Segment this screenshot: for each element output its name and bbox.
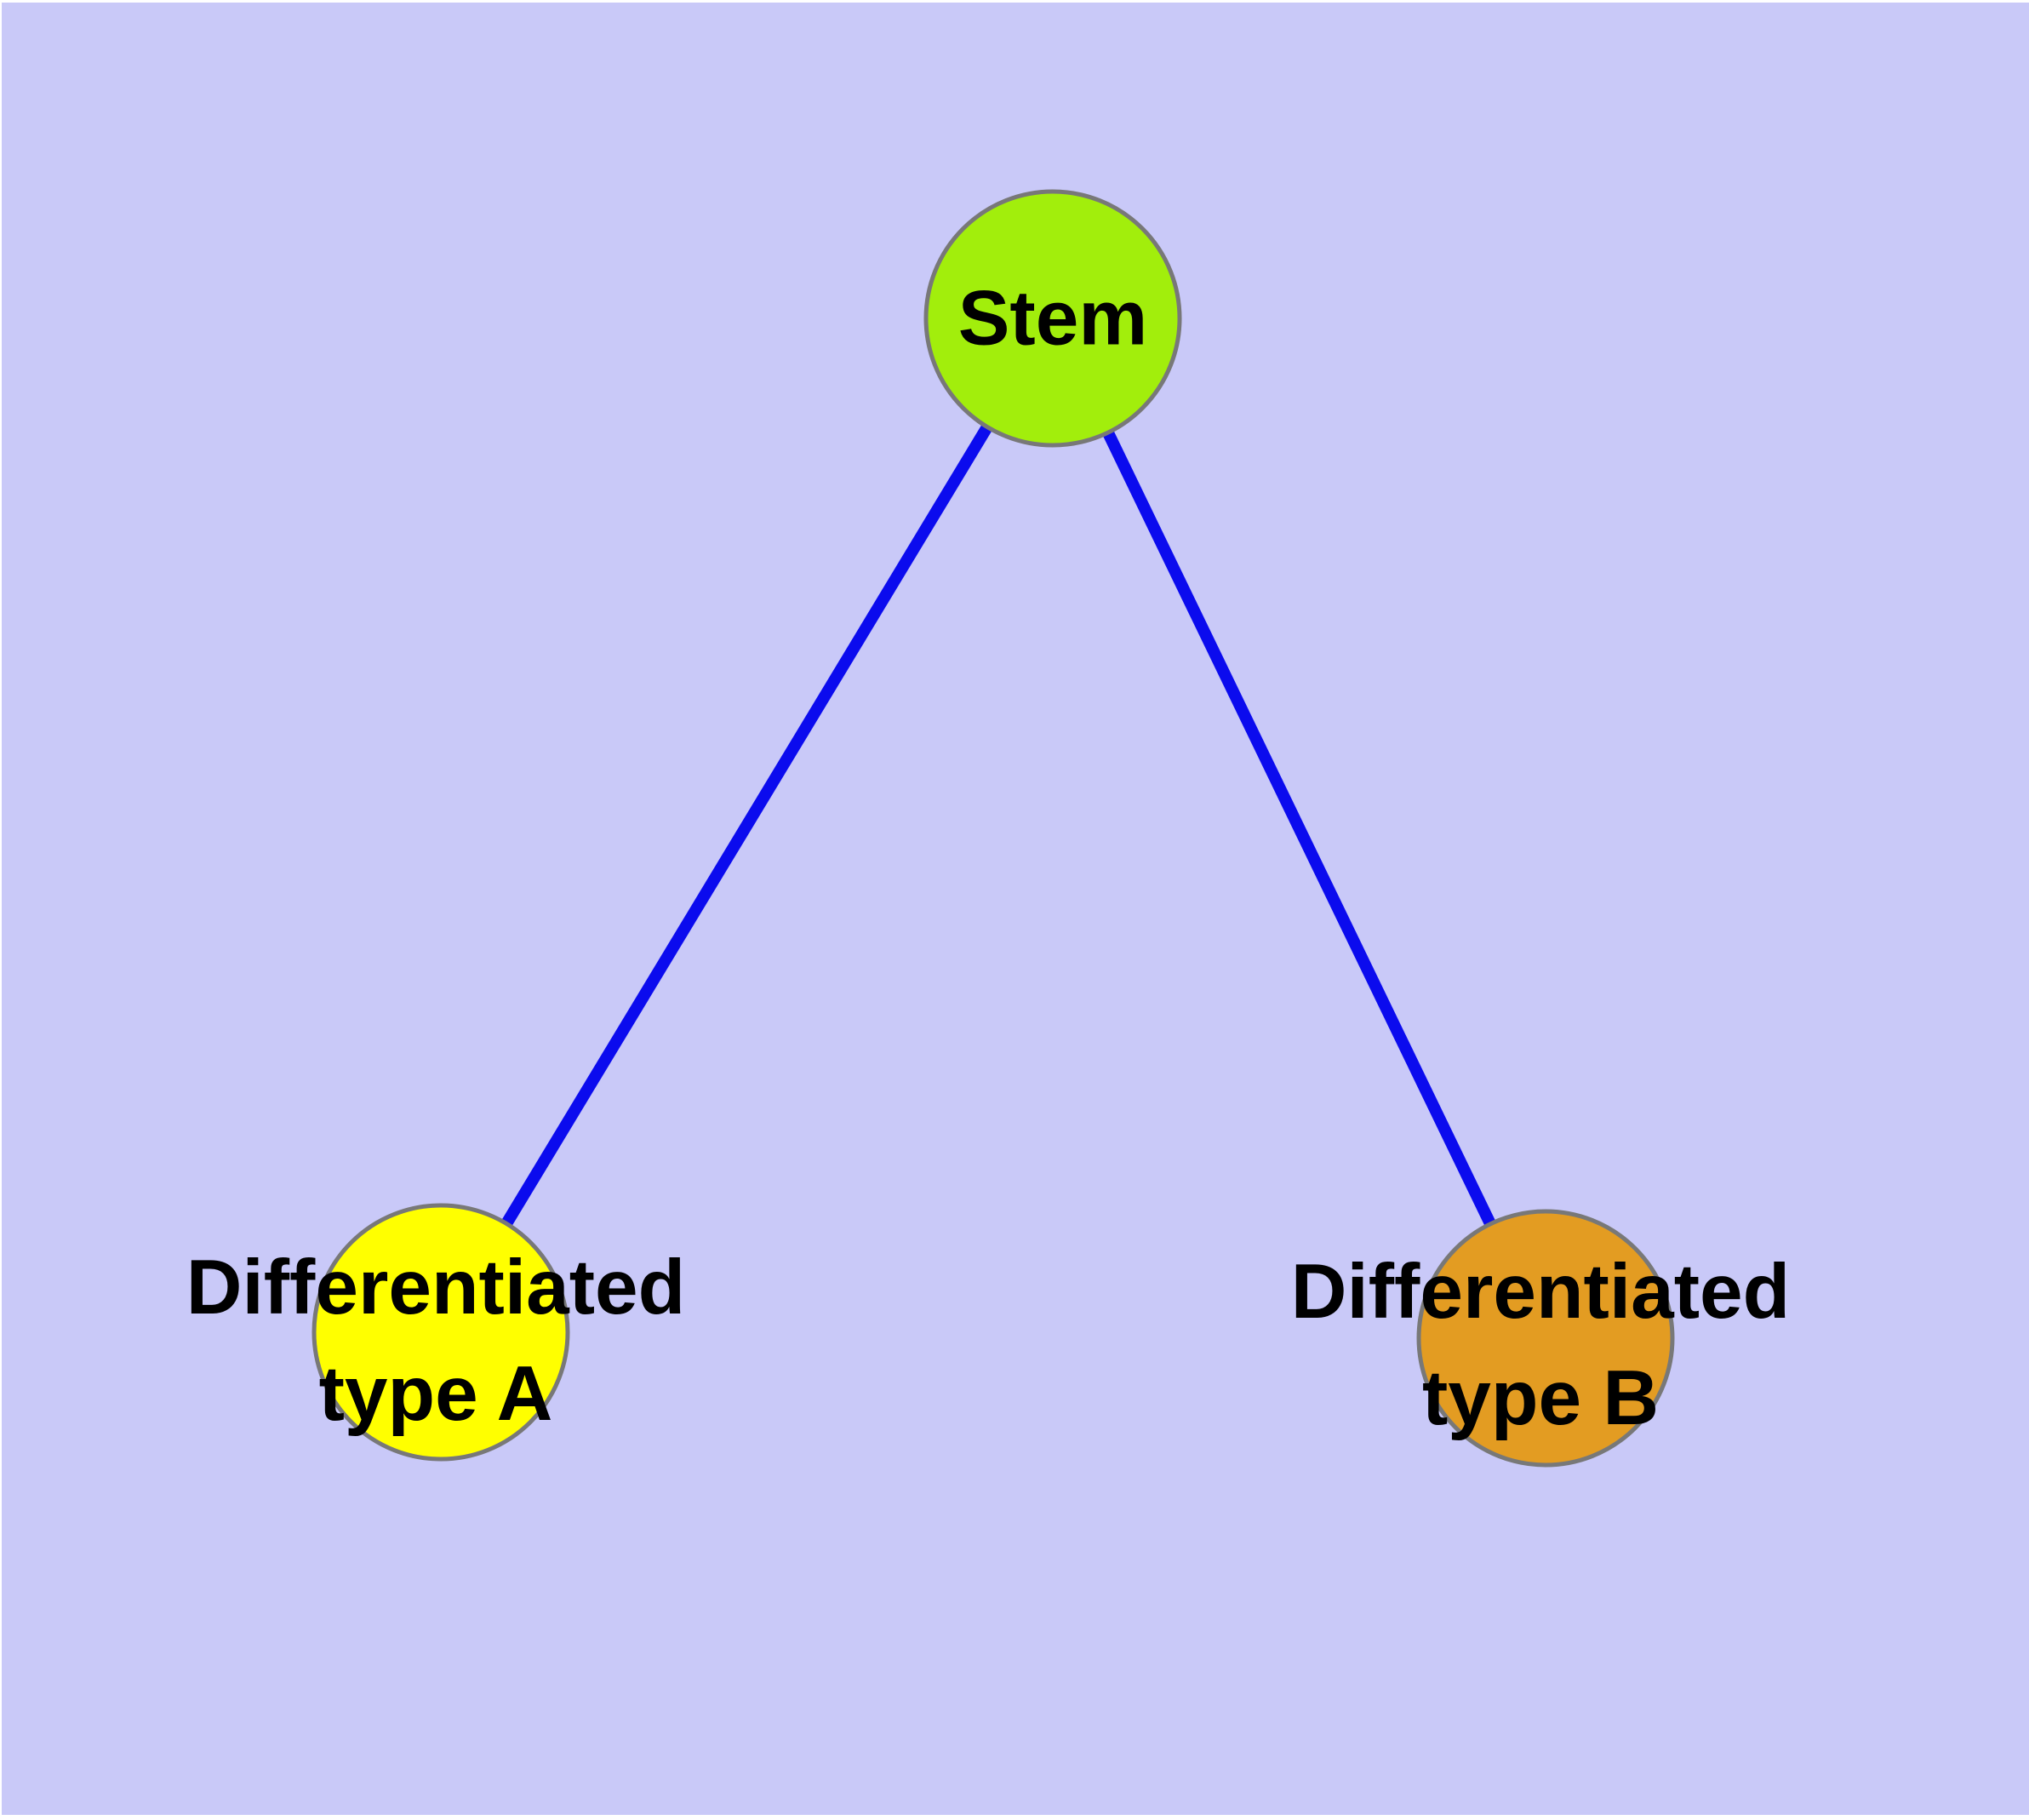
node-type-a-label-line1: Differentiated xyxy=(186,1245,686,1331)
node-differentiated-type-b xyxy=(1416,1209,1675,1468)
node-differentiated-type-a xyxy=(311,1203,570,1462)
edge-stem-to-type-a xyxy=(436,315,1058,1336)
node-type-b-label-line1: Differentiated xyxy=(1290,1249,1791,1335)
node-type-b-label-line2: type B xyxy=(1421,1355,1660,1441)
edge-stem-to-type-b xyxy=(1047,315,1552,1342)
node-stem-label: Stem xyxy=(958,266,1148,372)
node-type-a-label: Differentiated type A xyxy=(186,1234,686,1447)
node-stem xyxy=(923,189,1182,448)
node-stem-label-text: Stem xyxy=(957,275,1148,362)
node-type-b-label: Differentiated type B xyxy=(1291,1239,1791,1451)
node-type-a-label-line2: type A xyxy=(318,1351,553,1437)
